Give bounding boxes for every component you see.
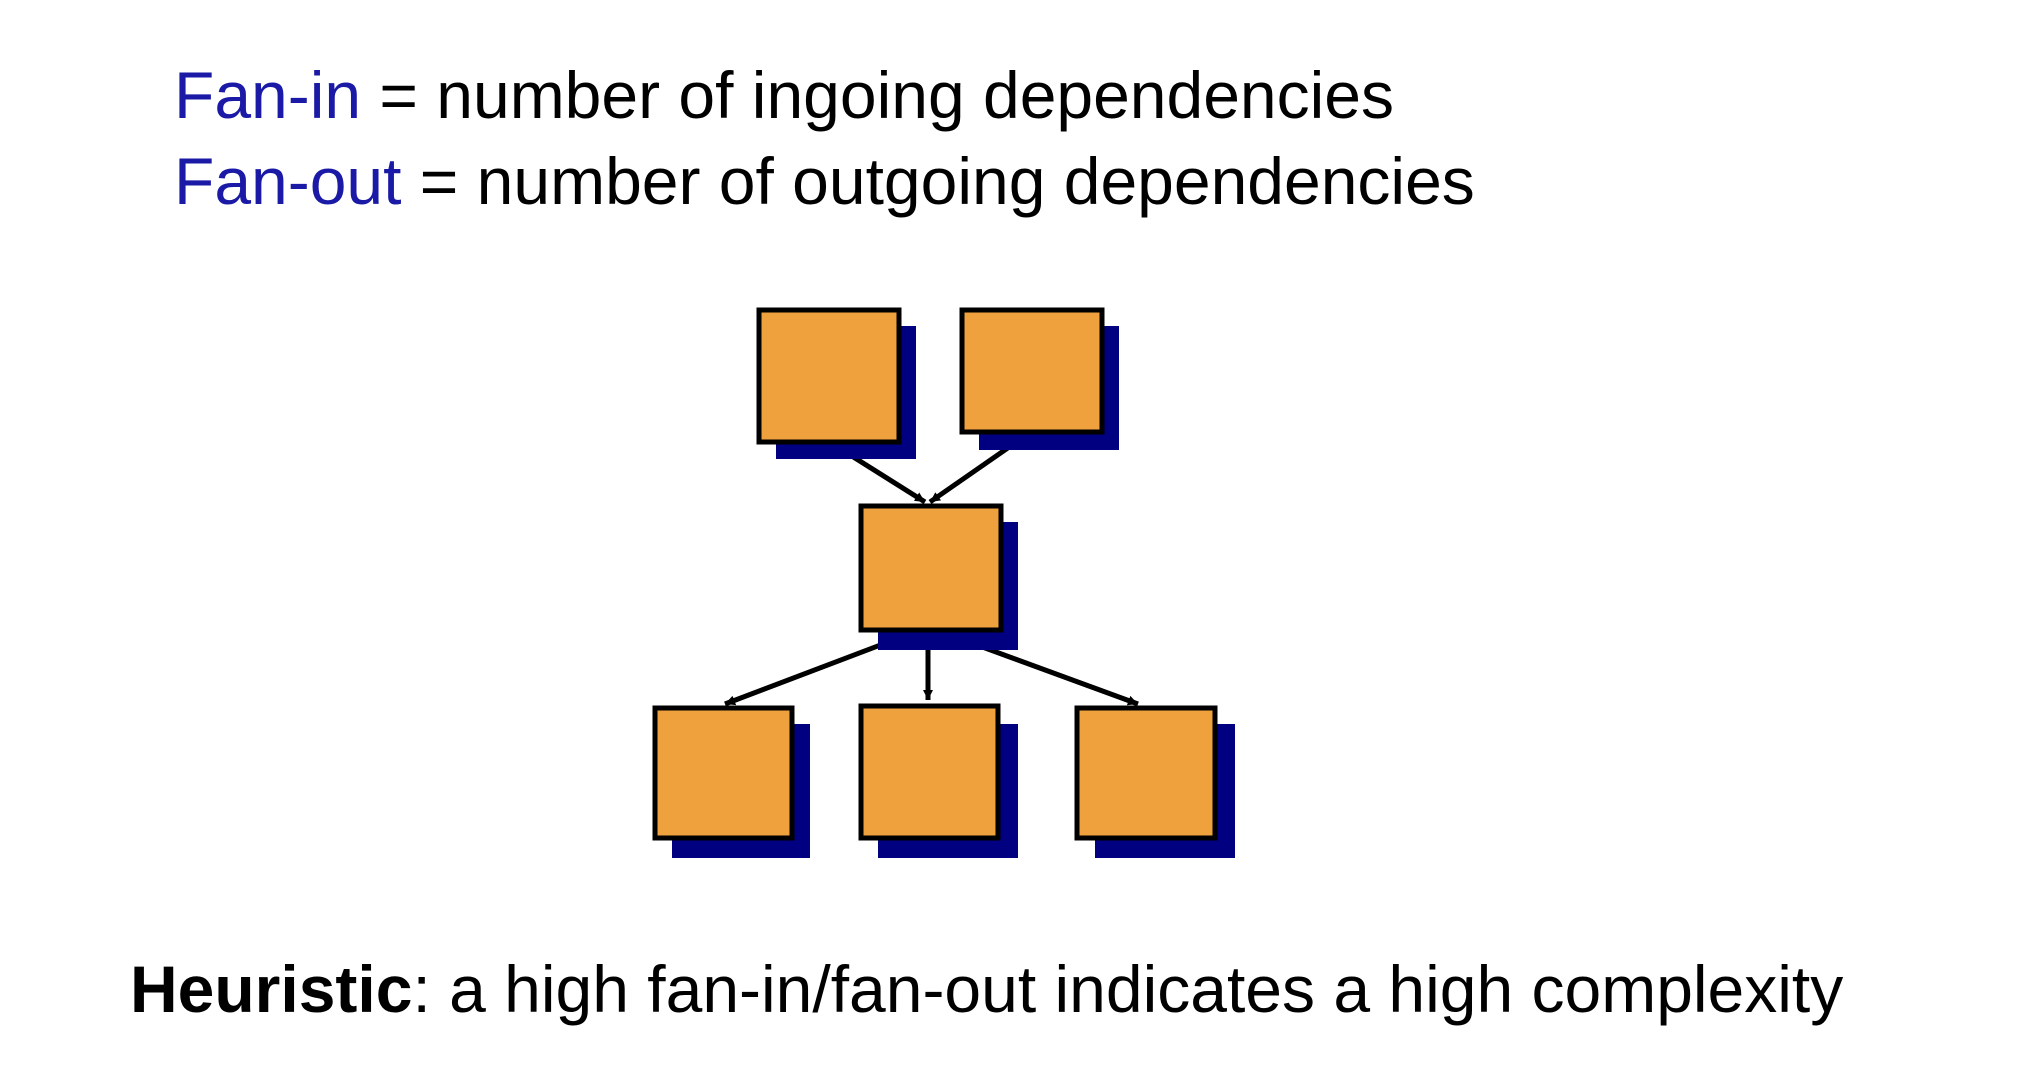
node-bottom-right xyxy=(1074,705,1235,858)
fan-in-description: = number of ingoing dependencies xyxy=(361,58,1395,132)
node-box xyxy=(1074,705,1218,841)
fan-out-definition: Fan-out = number of outgoing dependencie… xyxy=(174,148,1475,214)
node-box xyxy=(858,703,1001,841)
node-bottom-center xyxy=(858,703,1018,858)
node-box xyxy=(959,307,1105,435)
fan-out-term: Fan-out xyxy=(174,144,402,218)
node-box xyxy=(858,503,1004,633)
heuristic-statement: Heuristic: a high fan-in/fan-out indicat… xyxy=(130,956,1843,1022)
node-box xyxy=(652,705,795,841)
node-box xyxy=(756,307,902,445)
fan-in-definition: Fan-in = number of ingoing dependencies xyxy=(174,62,1394,128)
fan-in-term: Fan-in xyxy=(174,58,362,132)
node-top-left xyxy=(756,307,916,459)
node-bottom-left xyxy=(652,705,810,858)
node-top-right xyxy=(959,307,1119,450)
heuristic-label: Heuristic xyxy=(130,952,413,1026)
node-center xyxy=(858,503,1018,650)
fan-out-description: = number of outgoing dependencies xyxy=(401,144,1475,218)
heuristic-text: : a high fan-in/fan-out indicates a high… xyxy=(412,952,1844,1026)
